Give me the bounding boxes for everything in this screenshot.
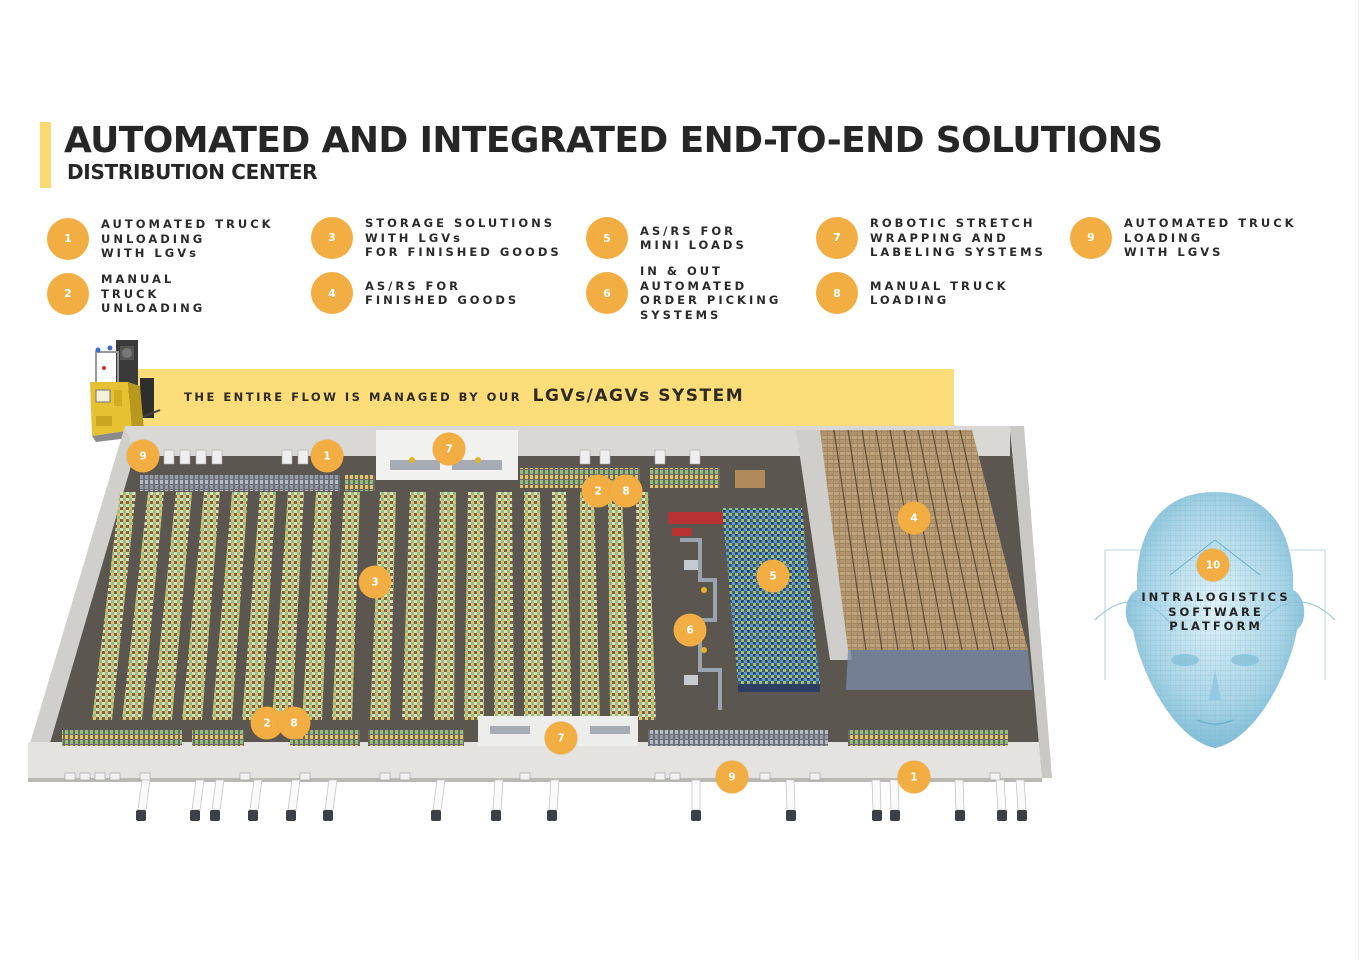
legend-label: AUTOMATED TRUCK UNLOADING WITH LGVs	[101, 217, 274, 260]
legend-badge: 4	[311, 272, 353, 314]
legend-item-8: 8 MANUAL TRUCK LOADING	[816, 272, 1009, 314]
legend-item-5: 5 AS/RS FOR MINI LOADS	[586, 217, 747, 259]
legend-label: IN & OUT AUTOMATED ORDER PICKING SYSTEMS	[640, 264, 782, 322]
legend-label: AUTOMATED TRUCK LOADING WITH LGVS	[1124, 216, 1297, 259]
legend-item-7: 7 ROBOTIC STRETCH WRAPPING AND LABELING …	[816, 216, 1046, 260]
map-marker-8: 8	[277, 706, 311, 740]
title-accent-bar	[40, 122, 51, 188]
map-marker-6: 6	[673, 613, 707, 647]
map-marker-2: 2	[581, 474, 615, 508]
map-marker-9: 9	[715, 760, 749, 794]
map-marker-5: 5	[756, 559, 790, 593]
banner-text: THE ENTIRE FLOW IS MANAGED BY OUR LGVs/A…	[184, 386, 744, 406]
legend-badge: 6	[586, 272, 628, 314]
legend-item-4: 4 AS/RS FOR FINISHED GOODS	[311, 272, 519, 314]
map-marker-4: 4	[897, 501, 931, 535]
lgv-storage-racks	[92, 492, 656, 720]
map-marker-7: 7	[544, 721, 578, 755]
banner-lead-text: THE ENTIRE FLOW IS MANAGED BY OUR	[184, 390, 523, 404]
map-marker-3: 3	[358, 565, 392, 599]
front-wall	[28, 742, 1042, 778]
map-marker-7: 7	[432, 432, 466, 466]
truck-docks	[64, 772, 1027, 821]
map-marker-9: 9	[126, 439, 160, 473]
legend-item-2: 2 MANUAL TRUCK UNLOADING	[47, 272, 205, 316]
legend-badge: 5	[586, 217, 628, 259]
software-platform-label: INTRALOGISTICS SOFTWARE PLATFORM	[1141, 590, 1291, 633]
page-subtitle: DISTRIBUTION CENTER	[67, 160, 318, 184]
flow-banner	[128, 369, 954, 426]
legend-label: MANUAL TRUCK LOADING	[870, 278, 1009, 308]
banner-emphasis-text: LGVs/AGVs SYSTEM	[532, 386, 745, 406]
legend-badge: 9	[1070, 216, 1112, 259]
legend-item-6: 6 IN & OUT AUTOMATED ORDER PICKING SYSTE…	[586, 264, 781, 322]
page-title: AUTOMATED AND INTEGRATED END-TO-END SOLU…	[64, 120, 1163, 161]
legend-label: MANUAL TRUCK UNLOADING	[101, 272, 206, 315]
legend-label: AS/RS FOR FINISHED GOODS	[365, 278, 520, 308]
map-marker-8: 8	[609, 474, 643, 508]
legend-label: STORAGE SOLUTIONS WITH LGVs FOR FINISHED…	[365, 216, 562, 259]
map-marker-1: 1	[310, 439, 344, 473]
page-edge	[1358, 0, 1359, 960]
legend-item-3: 3 STORAGE SOLUTIONS WITH LGVs FOR FINISH…	[311, 216, 562, 260]
legend-badge: 3	[311, 216, 353, 259]
legend-label: AS/RS FOR MINI LOADS	[640, 223, 747, 253]
legend-item-9: 9 AUTOMATED TRUCK LOADING WITH LGVS	[1070, 216, 1297, 260]
legend-badge: 7	[816, 216, 858, 259]
legend-label: ROBOTIC STRETCH WRAPPING AND LABELING SY…	[870, 216, 1046, 259]
legend-item-1: 1 AUTOMATED TRUCK UNLOADING WITH LGVs	[47, 217, 274, 261]
legend-badge: 8	[816, 272, 858, 314]
map-marker-10: 10	[1196, 548, 1230, 582]
warehouse-illustration	[28, 426, 1052, 821]
legend-badge: 2	[47, 272, 89, 315]
lgv-vehicle-icon	[90, 340, 161, 442]
legend-badge: 1	[47, 217, 89, 260]
asrs-finished-goods-block	[820, 429, 1032, 690]
ai-head-wireframe-icon	[1094, 492, 1336, 748]
asrs-mini-loads-block	[722, 508, 820, 684]
map-marker-1: 1	[897, 760, 931, 794]
